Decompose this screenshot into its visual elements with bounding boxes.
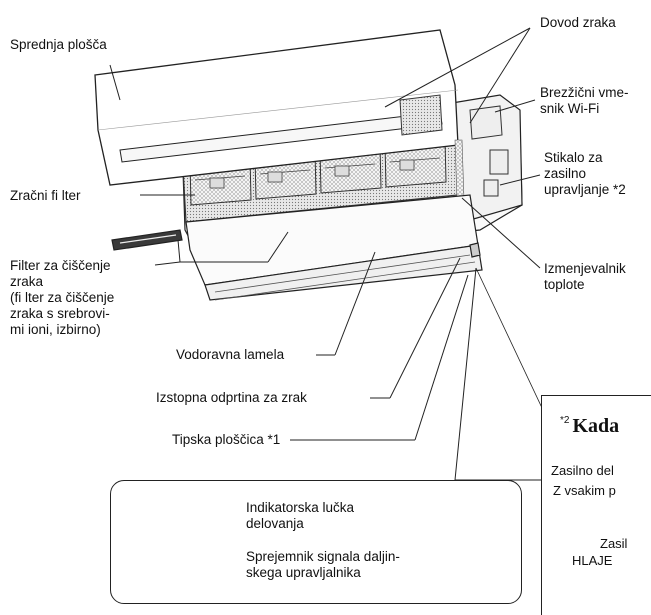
label-front-panel: Sprednja plošča [10, 37, 107, 52]
label-wifi-interface: Brezžični vme- snik Wi-Fi [540, 85, 629, 117]
label-receiver-line-1: Sprejemnik signala daljin- [246, 549, 400, 564]
label-cleaning-filter-line-5: mi ioni, izbirno) [10, 322, 101, 337]
label-cleaning-filter-line-2: zraka [10, 274, 44, 289]
label-cleaning-filter-line-3: (fi lter za čiščenje [10, 290, 115, 305]
control-panel-inset [110, 480, 522, 604]
side-line-3: Zasil [600, 536, 628, 551]
label-nameplate: Tipska ploščica *1 [172, 432, 281, 447]
side-line-4: HLAJE [572, 553, 613, 568]
side-info-box [541, 395, 651, 615]
label-heat-exchanger-line-1: Izmenjevalnik [544, 261, 626, 276]
label-receiver-line-2: skega upravljalnika [246, 565, 361, 580]
label-cleaning-filter-line-4: zraka s srebrovi- [10, 306, 110, 321]
label-air-outlet: Izstopna odprtina za zrak [156, 390, 307, 405]
label-switch-line-3: upravljanje *2 [544, 182, 626, 197]
wifi-module [399, 94, 503, 140]
label-operation-indicator: Indikatorska lučka delovanja [246, 500, 354, 532]
label-signal-receiver: Sprejemnik signala daljin- skega upravlj… [246, 549, 400, 581]
side-line-1: Zasilno del [551, 463, 614, 478]
label-air-inlet: Dovod zraka [540, 15, 616, 30]
label-wifi-line-1: Brezžični vme- [540, 85, 629, 100]
label-cleaning-filter-line-1: Filter za čiščenje [10, 258, 111, 273]
label-heat-exchanger-line-2: toplote [544, 277, 585, 292]
side-heading-text: Kada [572, 415, 620, 437]
label-emergency-switch: Stikalo za zasilno upravljanje *2 [544, 150, 626, 198]
label-wifi-line-2: snik Wi-Fi [540, 101, 600, 116]
label-indicator-line-2: delovanja [246, 516, 304, 531]
side-line-2: Z vsakim p [553, 483, 616, 498]
label-switch-line-1: Stikalo za [544, 150, 603, 165]
side-footnote-mark: *2 [560, 415, 570, 426]
label-air-filter: Zračni fi lter [10, 188, 81, 203]
label-heat-exchanger: Izmenjevalnik toplote [544, 261, 626, 293]
label-indicator-line-1: Indikatorska lučka [246, 500, 355, 515]
label-cleaning-filter: Filter za čiščenje zraka (fi lter za čiš… [10, 258, 114, 338]
label-horizontal-louver: Vodoravna lamela [176, 347, 285, 362]
label-switch-line-2: zasilno [544, 166, 587, 181]
